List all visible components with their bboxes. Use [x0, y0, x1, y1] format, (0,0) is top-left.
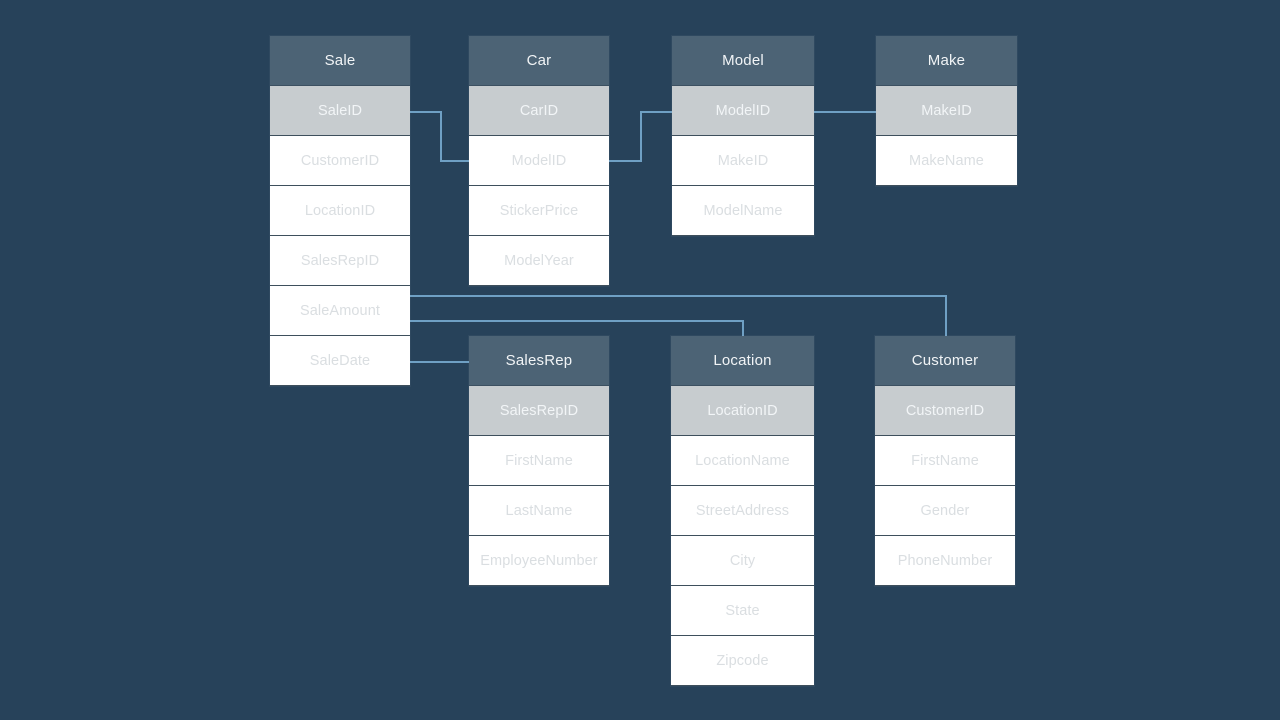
field-row-customer-firstname[interactable]: FirstName	[875, 436, 1015, 486]
field-row-car-stickerprice[interactable]: StickerPrice	[469, 186, 609, 236]
field-row-sale-saleamount[interactable]: SaleAmount	[270, 286, 410, 336]
field-row-location-zipcode[interactable]: Zipcode	[671, 636, 814, 686]
entity-table-header-location: Location	[671, 336, 814, 386]
field-row-make-makename[interactable]: MakeName	[876, 136, 1017, 186]
field-row-car-modelyear[interactable]: ModelYear	[469, 236, 609, 286]
primary-key-row-car-carid[interactable]: CarID	[469, 86, 609, 136]
field-row-sale-saledate[interactable]: SaleDate	[270, 336, 410, 386]
primary-key-row-salesrep-salesrepid[interactable]: SalesRepID	[469, 386, 609, 436]
connector-model-makeid-to-car-modelid	[609, 111, 672, 162]
connector-car-modelid-to-sale-saleid	[409, 111, 469, 162]
entity-table-header-customer: Customer	[875, 336, 1015, 386]
entity-table-header-make: Make	[876, 36, 1017, 86]
primary-key-row-make-makeid[interactable]: MakeID	[876, 86, 1017, 136]
field-row-sale-customerid[interactable]: CustomerID	[270, 136, 410, 186]
field-row-salesrep-firstname[interactable]: FirstName	[469, 436, 609, 486]
entity-table-header-salesrep: SalesRep	[469, 336, 609, 386]
field-row-location-state[interactable]: State	[671, 586, 814, 636]
field-row-model-modelname[interactable]: ModelName	[672, 186, 814, 236]
primary-key-row-location-locationid[interactable]: LocationID	[671, 386, 814, 436]
field-row-location-streetaddress[interactable]: StreetAddress	[671, 486, 814, 536]
field-row-location-locationname[interactable]: LocationName	[671, 436, 814, 486]
primary-key-row-customer-customerid[interactable]: CustomerID	[875, 386, 1015, 436]
field-row-salesrep-lastname[interactable]: LastName	[469, 486, 609, 536]
entity-table-header-sale: Sale	[270, 36, 410, 86]
entity-table-header-car: Car	[469, 36, 609, 86]
connector-sale-locationid-to-location	[410, 320, 744, 336]
field-row-location-city[interactable]: City	[671, 536, 814, 586]
connector-sale-customerid-to-customer	[410, 295, 947, 336]
primary-key-row-model-modelid[interactable]: ModelID	[672, 86, 814, 136]
field-row-sale-locationid[interactable]: LocationID	[270, 186, 410, 236]
field-row-model-makeid[interactable]: MakeID	[672, 136, 814, 186]
field-row-sale-salesrepid[interactable]: SalesRepID	[270, 236, 410, 286]
field-row-customer-phonenumber[interactable]: PhoneNumber	[875, 536, 1015, 586]
entity-table-header-model: Model	[672, 36, 814, 86]
field-row-car-modelid[interactable]: ModelID	[469, 136, 609, 186]
field-row-customer-gender[interactable]: Gender	[875, 486, 1015, 536]
field-row-salesrep-employeenumber[interactable]: EmployeeNumber	[469, 536, 609, 586]
primary-key-row-sale-saleid[interactable]: SaleID	[270, 86, 410, 136]
